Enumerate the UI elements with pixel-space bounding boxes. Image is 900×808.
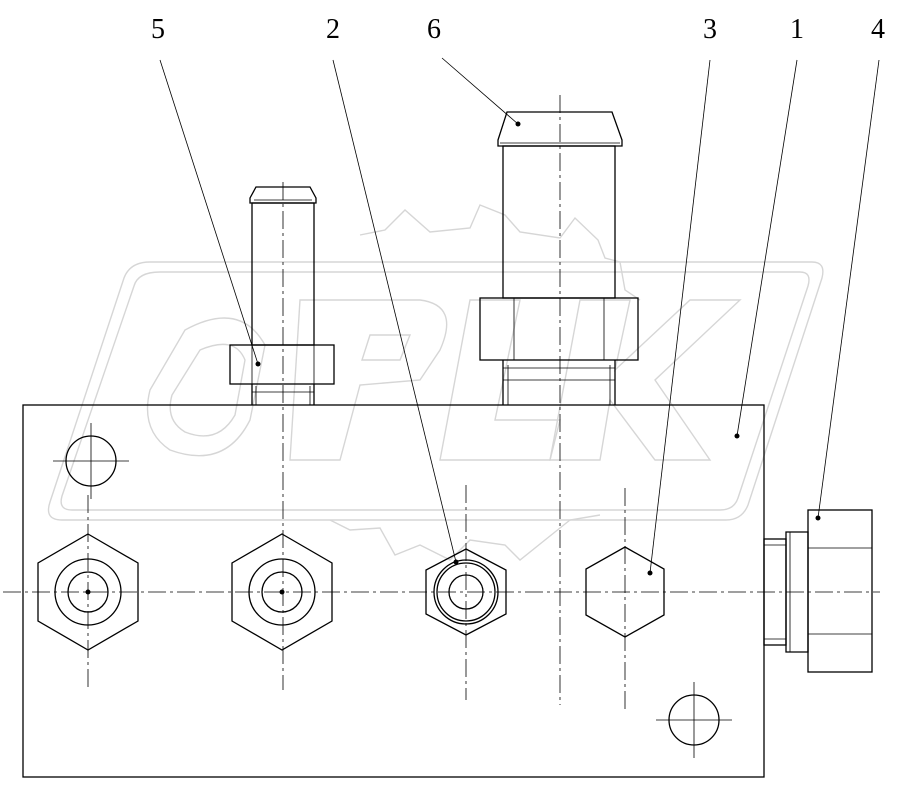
hose-barb-part-5	[229, 186, 335, 405]
plug-part-3	[585, 546, 665, 638]
callout-4: 4	[871, 14, 885, 45]
callout-2: 2	[326, 14, 340, 45]
callout-6: 6	[427, 14, 441, 45]
port-fitting-middle	[231, 533, 333, 651]
center-lines	[3, 95, 880, 710]
callout-1: 1	[790, 14, 804, 45]
port-fitting-left	[37, 533, 139, 651]
callout-labels: 5 2 6 3 1 4	[151, 14, 885, 45]
callout-3: 3	[703, 14, 717, 45]
hose-barb-part-6	[479, 111, 639, 405]
callout-5: 5	[151, 14, 165, 45]
valve-body-block	[22, 404, 765, 778]
side-fitting-part-4	[763, 509, 873, 673]
mounting-hole-bottom-right	[656, 682, 732, 758]
leader-lines	[159, 57, 880, 576]
mounting-hole-top-left	[53, 423, 129, 499]
watermark	[47, 204, 824, 561]
fitting-part-2	[425, 548, 507, 636]
